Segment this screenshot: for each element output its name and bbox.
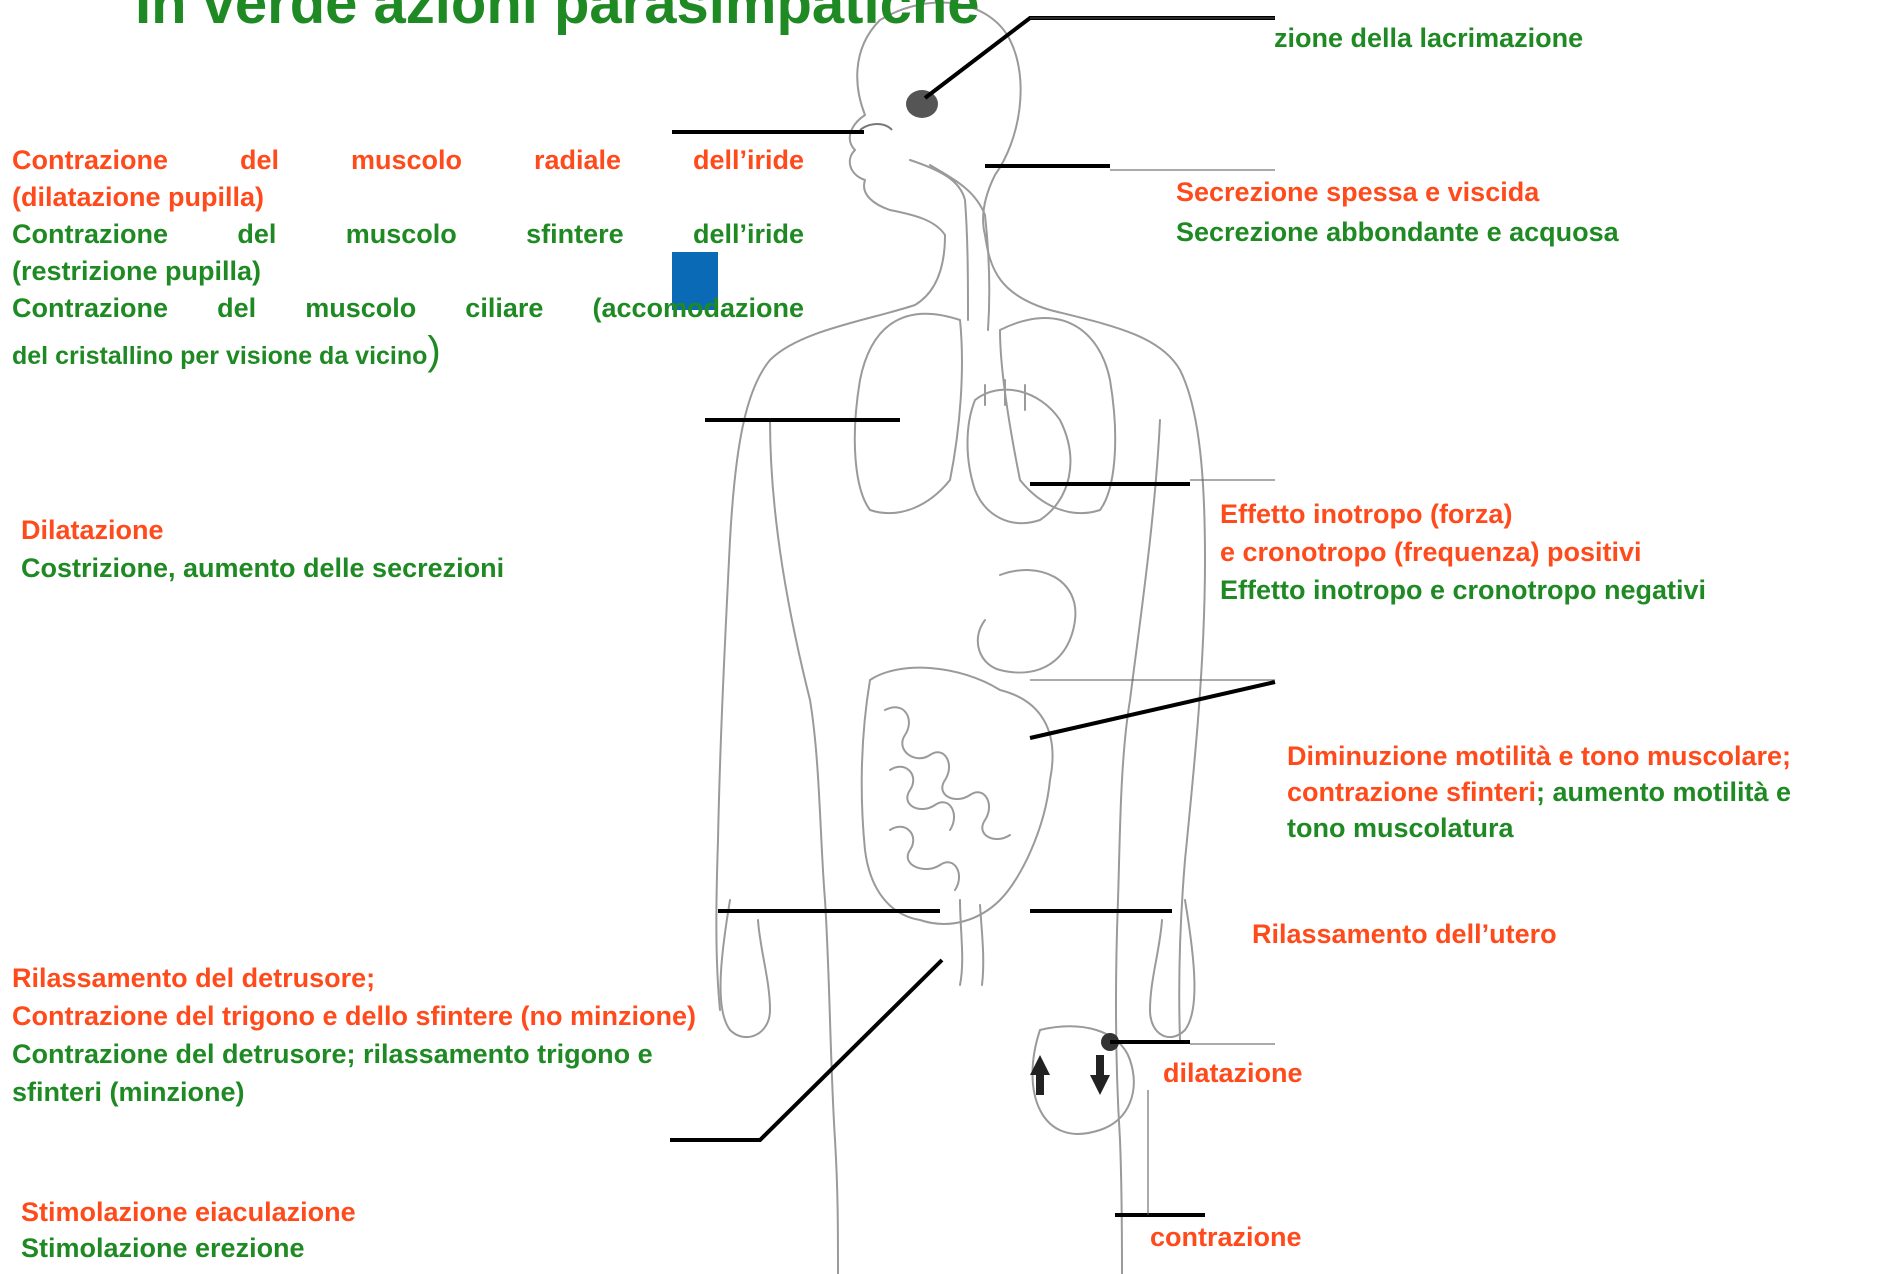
leader-bladder	[670, 960, 942, 1140]
eye-labels: Contrazione del muscolo radiale dell’iri…	[12, 142, 804, 385]
heart-symp-line2: e cronotropo (frequenza) positivi	[1220, 534, 1642, 571]
bladder-symp-line2: Contrazione del trigono e dello sfintere…	[12, 998, 696, 1035]
head-outline	[850, 3, 1021, 235]
lung-left	[855, 314, 962, 513]
heart-para: Effetto inotropo e cronotropo negativi	[1220, 572, 1706, 609]
vessels2-symp: contrazione	[1150, 1219, 1302, 1256]
bronchi-para: Costrizione, aumento delle secrezioni	[21, 550, 504, 587]
gut-para-line3: tono muscolatura	[1287, 810, 1514, 847]
heart-symp-line1: Effetto inotropo (forza)	[1220, 496, 1512, 533]
eye-para-line4-text: del cristallino per visione da vicino	[12, 342, 427, 370]
gut-line2: contrazione sfinteri; aumento motilità e	[1287, 774, 1791, 811]
eye-para-line2: (restrizione pupilla)	[12, 253, 804, 290]
saliva-para: Secrezione abbondante e acquosa	[1176, 214, 1619, 251]
bladder-symp-line1: Rilassamento del detrusore;	[12, 960, 375, 997]
gut-symp-line2: contrazione sfinteri	[1287, 777, 1536, 807]
sex-symp: Stimolazione eiaculazione	[21, 1194, 356, 1231]
vessel-arrow-right	[1090, 1055, 1110, 1095]
eye-para-line4: del cristallino per visione da vicino)	[12, 327, 804, 385]
uterus-symp: Rilassamento dell’utero	[1252, 916, 1557, 953]
heart-outline	[968, 390, 1071, 524]
eye-para-line1: Contrazione del muscolo sfintere dell’ir…	[12, 216, 804, 253]
eye-symp-line1: Contrazione del muscolo radiale dell’iri…	[12, 142, 804, 179]
bronchi-symp: Dilatazione	[21, 512, 164, 549]
vessels-symp: dilatazione	[1163, 1055, 1303, 1092]
eye-symp-line2: (dilatazione pupilla)	[12, 179, 804, 216]
sex-para: Stimolazione erezione	[21, 1230, 305, 1267]
gut-para-line2: ; aumento motilità e	[1536, 777, 1791, 807]
saliva-symp: Secrezione spessa e viscida	[1176, 174, 1539, 211]
eye-para-line3: Contrazione del muscolo ciliare (accomod…	[12, 290, 804, 327]
lacrimal-label: zione della lacrimazione	[1274, 20, 1583, 57]
bladder-para-line2: sfinteri (minzione)	[12, 1074, 245, 1111]
leader-gut	[1030, 682, 1275, 738]
eye-para-paren: )	[427, 329, 440, 373]
bladder-para-line1: Contrazione del detrusore; rilassamento …	[12, 1036, 653, 1073]
stomach-outline	[978, 570, 1076, 673]
eye-shape	[860, 124, 892, 130]
page-title: In verde azioni parasimpatiche	[135, 0, 980, 37]
gut-symp-line1: Diminuzione motilità e tono muscolare;	[1287, 738, 1791, 775]
